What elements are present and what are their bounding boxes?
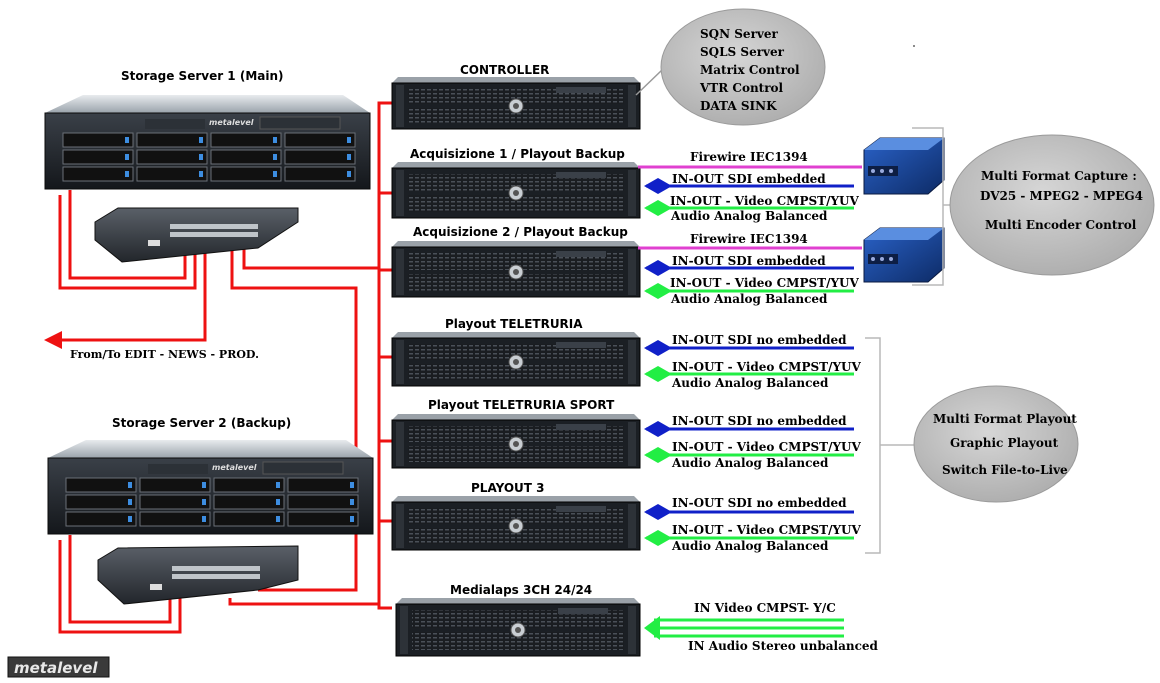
storage-server-2: metalevel	[47, 440, 374, 535]
controller-cloud-line-3: Matrix Control	[700, 63, 800, 77]
server-label-playout3: PLAYOUT 3	[471, 481, 545, 495]
signal-audio-1: Audio Analog Balanced	[670, 209, 828, 223]
controller-cloud-line-5: DATA SINK	[700, 99, 777, 113]
controller-cloud-line-2: SQLS Server	[700, 45, 785, 59]
signal-video-1: IN-OUT - Video CMPST/YUV	[670, 194, 859, 208]
controller-cloud-line-1: SQN Server	[700, 27, 778, 41]
signal-sdi-2: IN-OUT SDI embedded	[672, 254, 826, 268]
signal-audio-4: Audio Analog Balanced	[671, 456, 829, 470]
signal-audio-2: Audio Analog Balanced	[670, 292, 828, 306]
rack-server-playout1	[391, 332, 641, 387]
server-label-acq1: Acquisizione 1 / Playout Backup	[410, 147, 625, 161]
capture-cloud-line-1: Multi Format Capture :	[981, 169, 1137, 183]
playout-cloud-line-2: Graphic Playout	[950, 436, 1059, 450]
rack-server-acq1	[391, 162, 641, 219]
storage-server-1-label: Storage Server 1 (Main)	[121, 69, 284, 83]
storage-server-1: metalevel	[44, 95, 371, 190]
capture-encoder-2	[863, 227, 945, 283]
rack-server-playout3	[391, 496, 641, 551]
capture-cloud: Multi Format Capture : DV25 - MPEG2 - MP…	[949, 134, 1155, 276]
storage-server-2-label: Storage Server 2 (Backup)	[112, 416, 291, 430]
rack-server-playout2	[391, 414, 641, 469]
signal-firewire-2: Firewire IEC1394	[690, 232, 808, 246]
playout-cloud-line-1: Multi Format Playout	[933, 412, 1077, 426]
capture-cloud-line-2: DV25 - MPEG2 - MPEG4	[980, 189, 1143, 203]
capture-encoder-1	[863, 137, 945, 195]
server-label-acq2: Acquisizione 2 / Playout Backup	[413, 225, 628, 239]
signal-arrows	[644, 178, 672, 640]
edit-link-label: From/To EDIT - NEWS - PROD.	[70, 348, 259, 361]
storage-2-brand: metalevel	[212, 463, 257, 472]
signal-firewire-1: Firewire IEC1394	[690, 150, 808, 164]
signal-sdi-4: IN-OUT SDI no embedded	[672, 414, 847, 428]
signal-in-audio: IN Audio Stereo unbalanced	[688, 639, 879, 653]
network-cabling	[58, 101, 392, 634]
signal-video-3: IN-OUT - Video CMPST/YUV	[672, 360, 861, 374]
rack-server-medialaps	[395, 598, 641, 657]
storage-1-brand: metalevel	[209, 118, 254, 127]
server-label-playout2: Playout TELETRURIA SPORT	[428, 398, 615, 412]
rack-servers	[391, 77, 641, 657]
signal-video-2: IN-OUT - Video CMPST/YUV	[670, 276, 859, 290]
signal-sdi-5: IN-OUT SDI no embedded	[672, 496, 847, 510]
logo-text: metalevel	[14, 659, 98, 677]
signal-video-5: IN-OUT - Video CMPST/YUV	[672, 523, 861, 537]
signal-sdi-1: IN-OUT SDI embedded	[672, 172, 826, 186]
capture-cloud-line-3: Multi Encoder Control	[985, 218, 1137, 232]
network-switch-1	[94, 207, 299, 263]
network-switch-2	[97, 545, 299, 605]
rack-server-acq2	[391, 241, 641, 298]
signal-sdi-3: IN-OUT SDI no embedded	[672, 333, 847, 347]
server-label-medialaps: Medialaps 3CH 24/24	[450, 583, 592, 597]
edit-arrow-icon	[44, 331, 62, 349]
metalevel-logo: metalevel	[7, 656, 110, 678]
controller-cloud-line-4: VTR Control	[699, 81, 784, 95]
controller-cloud: SQN Server SQLS Server Matrix Control VT…	[635, 8, 826, 126]
rack-server-controller	[391, 77, 641, 130]
signal-lines	[638, 165, 862, 638]
server-label-controller: CONTROLLER	[460, 63, 549, 77]
playout-cloud: Multi Format Playout Graphic Playout Swi…	[913, 385, 1079, 503]
server-label-playout1: Playout TELETRURIA	[445, 317, 583, 331]
signal-in-video: IN Video CMPST- Y/C	[694, 601, 836, 615]
stray-dot	[913, 45, 915, 47]
signal-video-4: IN-OUT - Video CMPST/YUV	[672, 440, 861, 454]
playout-cloud-line-3: Switch File-to-Live	[942, 463, 1068, 477]
signal-audio-5: Audio Analog Balanced	[671, 539, 829, 553]
signal-audio-3: Audio Analog Balanced	[671, 376, 829, 390]
